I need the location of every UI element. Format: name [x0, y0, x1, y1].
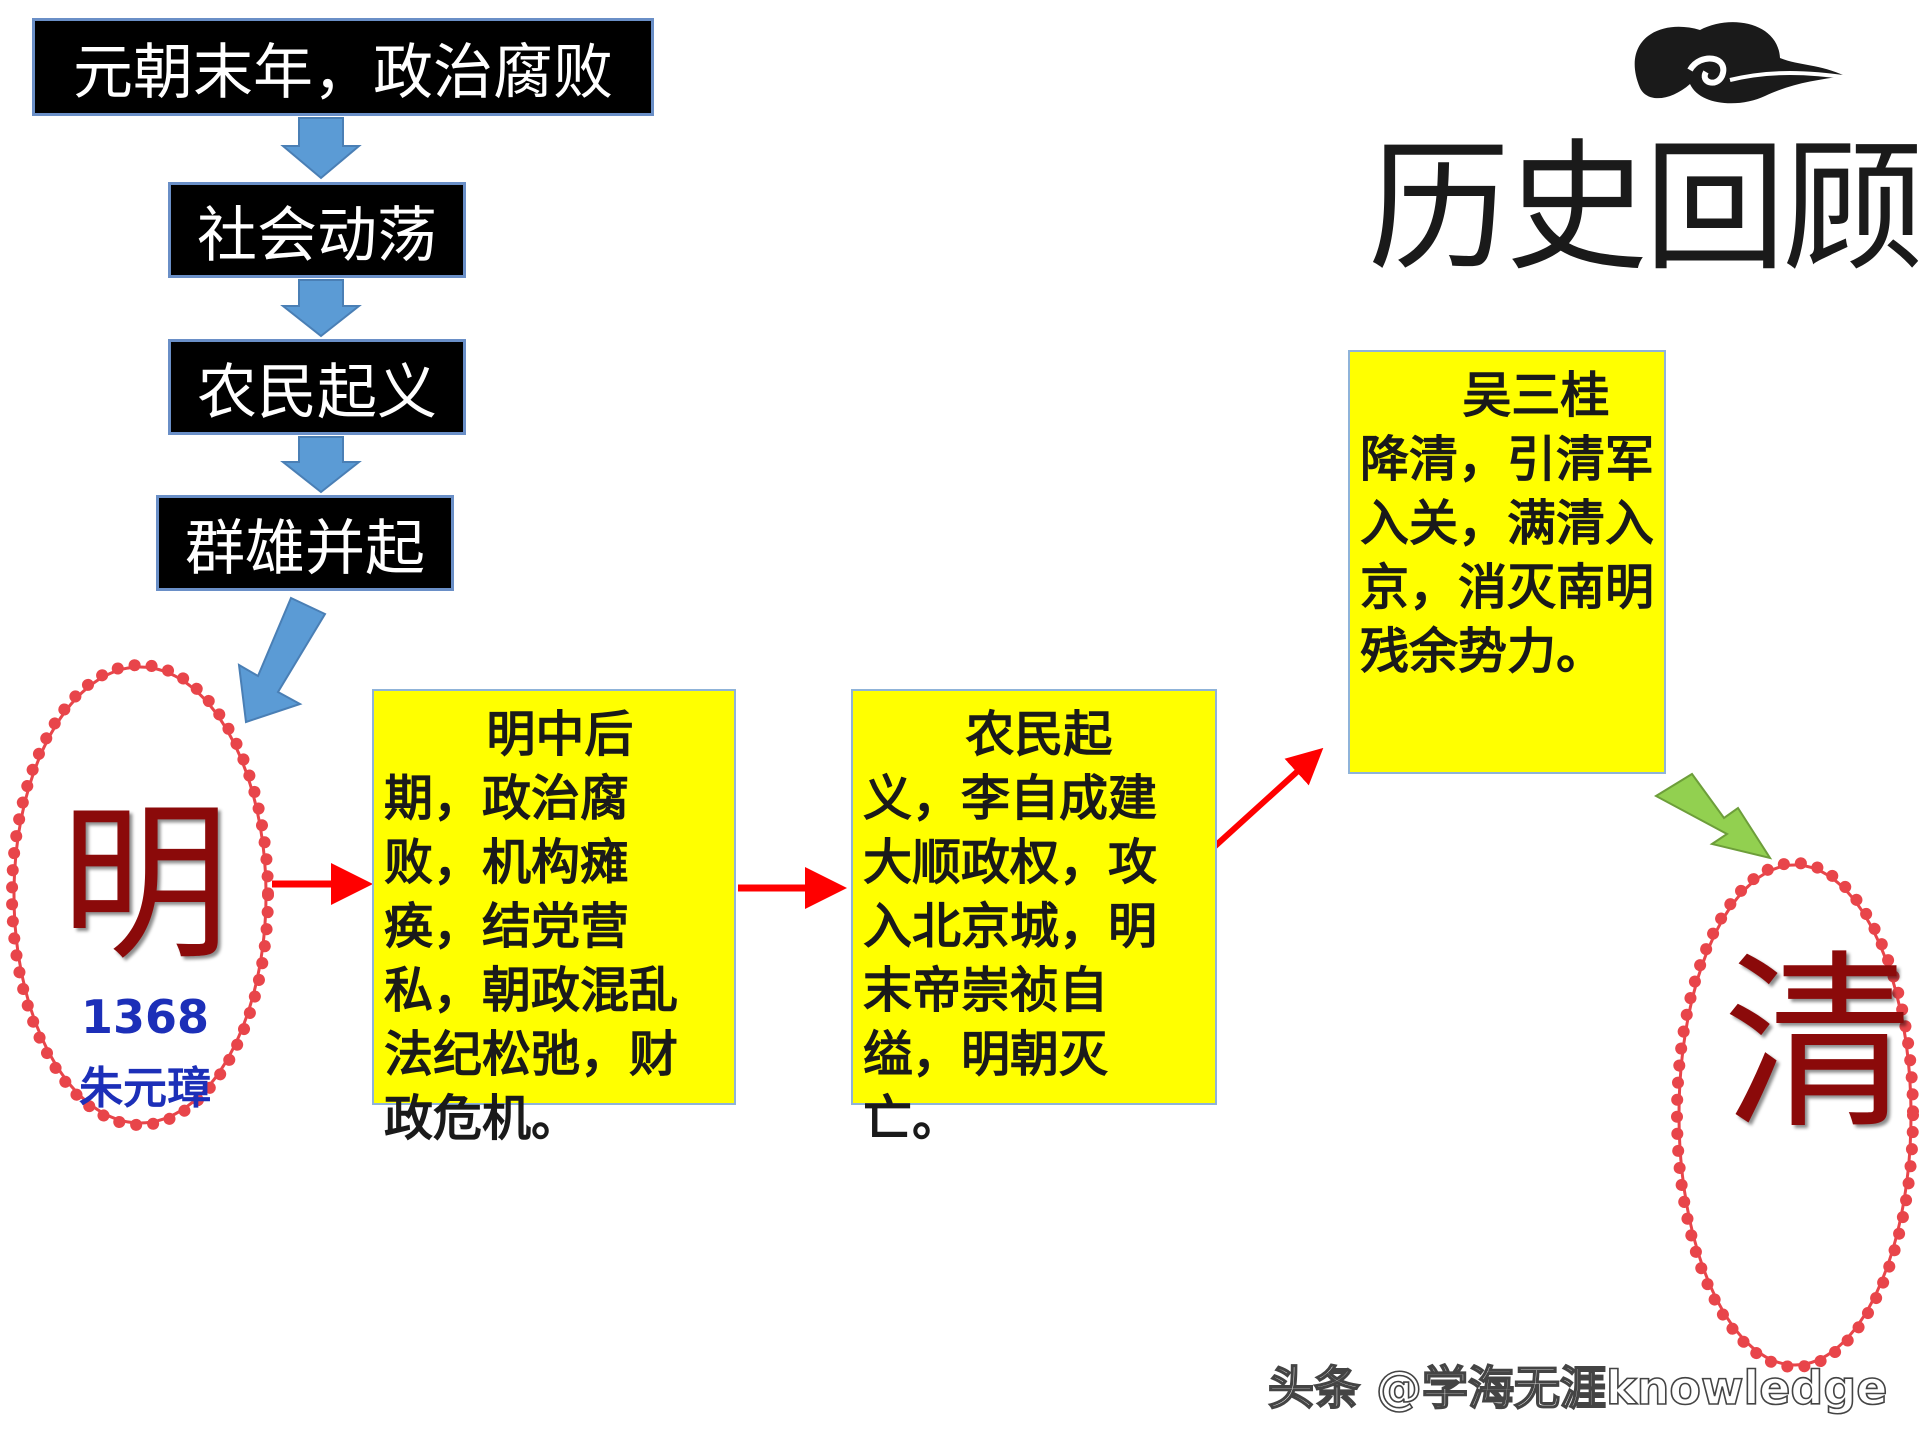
blue-arrow-2	[280, 279, 362, 338]
ming-founder: 朱元璋	[79, 1063, 211, 1114]
ming-character: 明	[60, 786, 231, 984]
blue-arrow-1	[280, 117, 362, 180]
cloud-logo-icon	[1634, 22, 1851, 104]
warlords-rise-box: 群雄并起	[156, 495, 454, 591]
li-zicheng-text: 农民起义，李自成建大顺政权，攻入北京城，明末帝崇祯自缢，明朝灭亡。	[863, 706, 1158, 1147]
ming-seal	[6, 659, 274, 1131]
yuan-decline-box: 元朝末年，政治腐败	[32, 18, 654, 116]
qing-character: 清	[1723, 934, 1914, 1155]
yuan-decline-text: 元朝末年，政治腐败	[73, 37, 613, 108]
social-unrest-text: 社会动荡	[197, 200, 437, 271]
li-zicheng-box: 农民起义，李自成建大顺政权，攻入北京城，明末帝崇祯自缢，明朝灭亡。	[851, 689, 1217, 1147]
green-arrow	[1653, 772, 1773, 860]
mid-late-ming-box: 明中后期，政治腐败，机构瘫痪，结党营私，朝政混乱法纪松弛，财政危机。	[372, 689, 736, 1147]
mid-late-ming-text: 明中后期，政治腐败，机构瘫痪，结党营私，朝政混乱法纪松弛，财政危机。	[384, 706, 679, 1147]
red-arrow-3	[1210, 747, 1324, 851]
ming-founding-year: 1368	[80, 990, 210, 1044]
peasant-uprising-text: 农民起义	[197, 357, 437, 428]
peasant-uprising-box: 农民起义	[168, 339, 466, 435]
blue-arrow-3	[280, 436, 362, 494]
warlords-rise-text: 群雄并起	[185, 513, 425, 584]
blue-arrow-diagonal	[237, 596, 327, 724]
history-review-logo: 历史回顾	[1368, 126, 1920, 291]
qing-seal	[1671, 857, 1919, 1373]
watermark: 头条 @学海无涯knowledge	[1267, 1360, 1888, 1416]
social-unrest-box: 社会动荡	[168, 182, 466, 278]
wu-sangui-text: 吴三桂降清，引清军入关，满清入京，消灭南明残余势力。	[1360, 367, 1655, 680]
wu-sangui-box: 吴三桂降清，引清军入关，满清入京，消灭南明残余势力。	[1348, 350, 1666, 774]
